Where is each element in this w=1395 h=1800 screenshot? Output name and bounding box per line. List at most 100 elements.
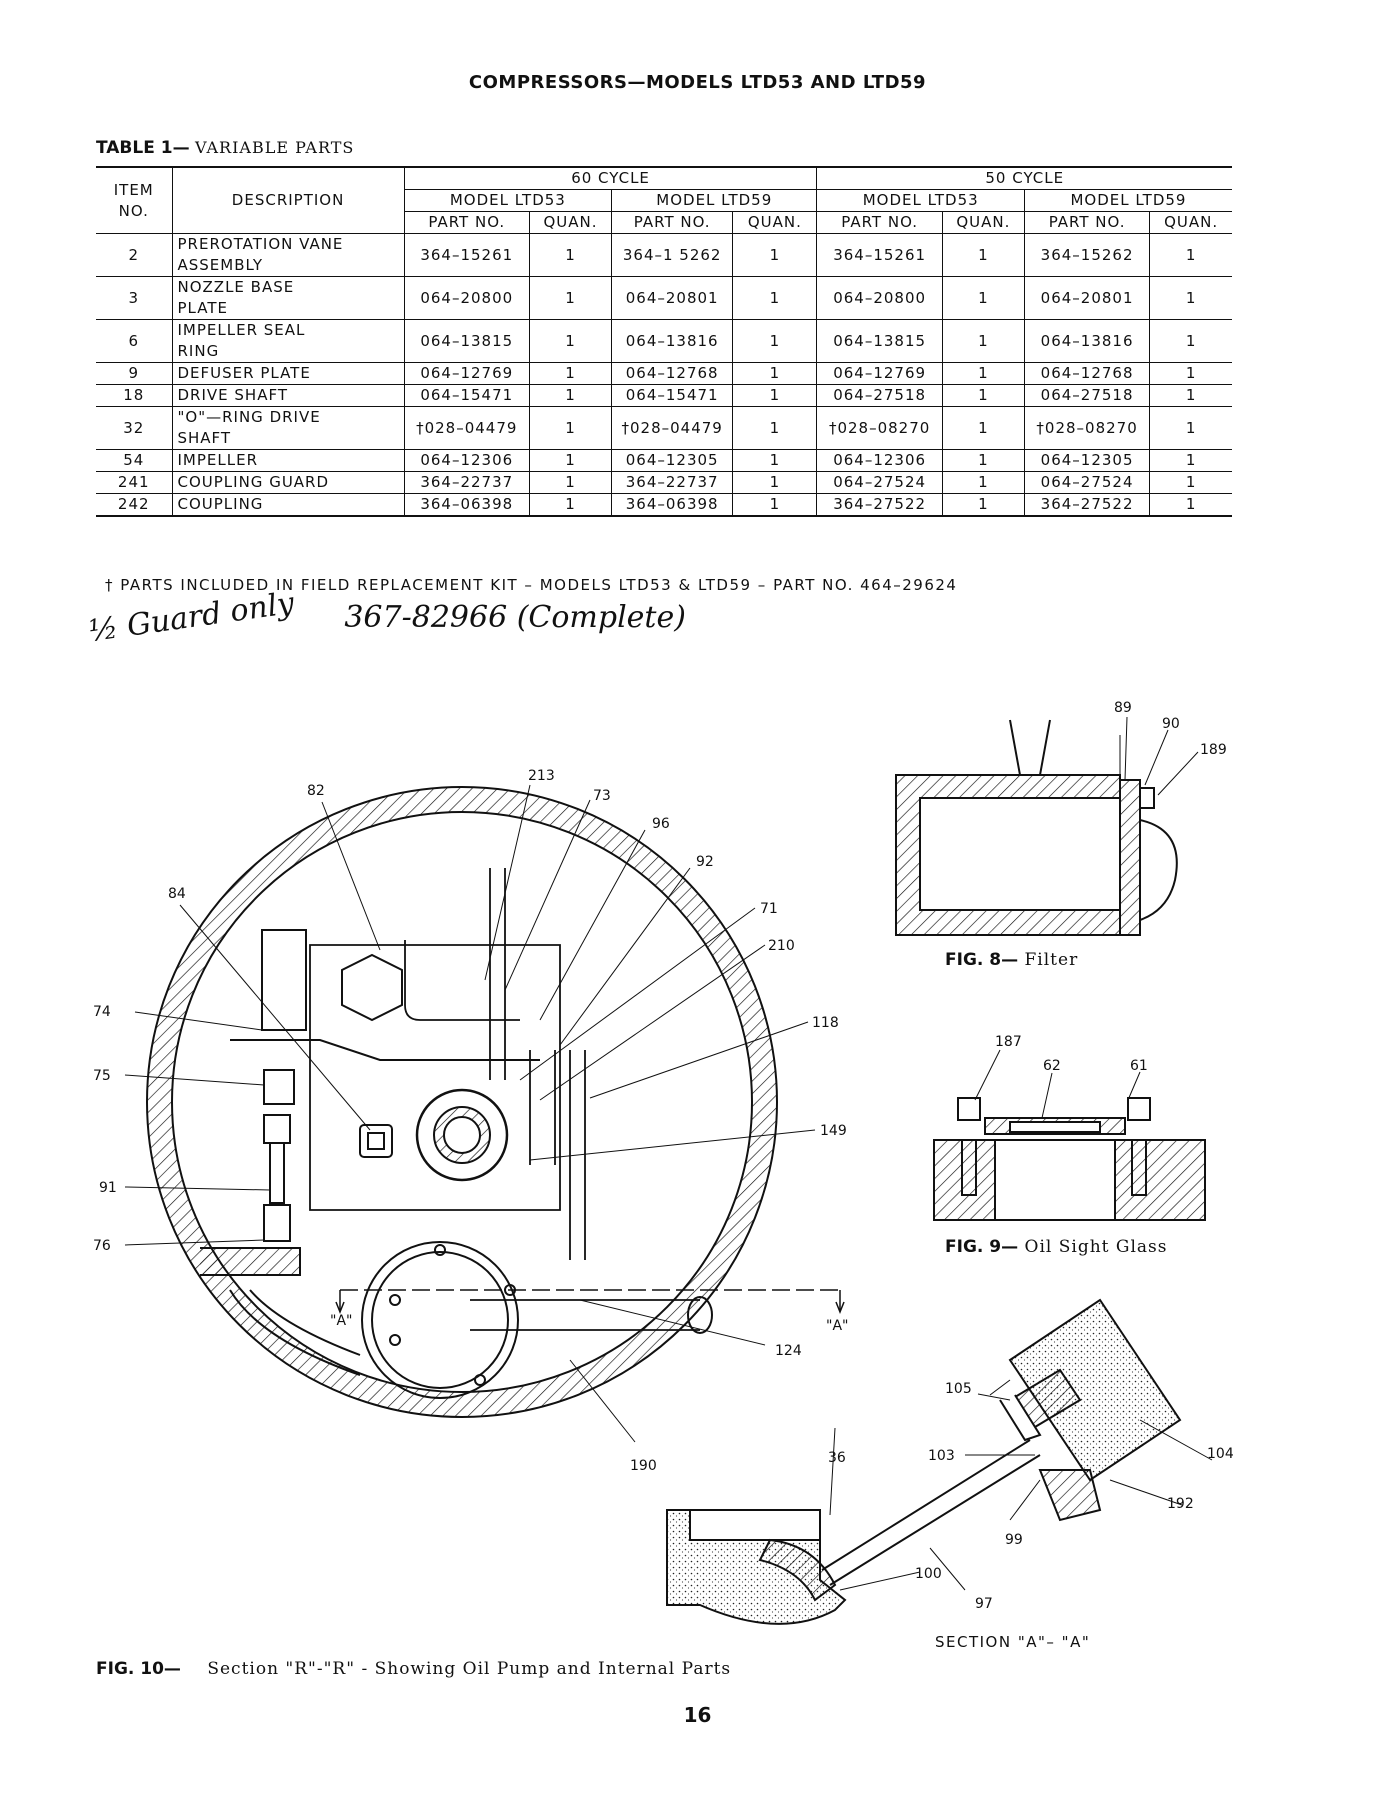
fig8-label: FIG. 8— xyxy=(945,950,1019,970)
part-no: 064–13815 xyxy=(404,319,530,363)
callout: 189 xyxy=(1200,742,1227,758)
callout: 82 xyxy=(307,783,325,799)
header-quan: QUAN. xyxy=(942,211,1025,234)
callout: 104 xyxy=(1207,1446,1234,1462)
item-no: 9 xyxy=(96,362,173,385)
header-quan: QUAN. xyxy=(732,211,818,234)
part-no: 064–20800 xyxy=(404,276,530,320)
fig10-text: Section "R"-"R" - Showing Oil Pump and I… xyxy=(207,1659,732,1679)
section-mark: "A" xyxy=(826,1318,848,1334)
quantity: 1 xyxy=(732,319,818,363)
page-title: COMPRESSORS—MODELS LTD53 AND LTD59 xyxy=(468,72,927,93)
quantity: 1 xyxy=(942,493,1025,517)
description: DRIVE SHAFT xyxy=(172,384,405,407)
quantity: 1 xyxy=(732,471,818,494)
part-no: 064–12305 xyxy=(611,449,734,472)
callout: 118 xyxy=(812,1015,839,1031)
quantity: 1 xyxy=(942,276,1025,320)
callout: 36 xyxy=(828,1450,846,1466)
header-part-no: PART NO. xyxy=(816,211,943,234)
part-no: 364–15261 xyxy=(816,233,943,277)
part-no: 064–12769 xyxy=(404,362,530,385)
quantity: 1 xyxy=(1149,362,1232,385)
header-part-no: PART NO. xyxy=(611,211,734,234)
quantity: 1 xyxy=(732,493,818,517)
quantity: 1 xyxy=(732,276,818,320)
callout: 192 xyxy=(1167,1496,1194,1512)
quantity: 1 xyxy=(1149,493,1232,517)
handwritten-notes: ½ Guard only 367-82966 (Complete) xyxy=(87,586,686,649)
header-part-no: PART NO. xyxy=(404,211,530,234)
callout: 73 xyxy=(593,788,611,804)
part-no: 364–15261 xyxy=(404,233,530,277)
part-no: 064–27524 xyxy=(1024,471,1151,494)
handwritten-note-right: 367-82966 (Complete) xyxy=(344,600,686,635)
callout: 62 xyxy=(1043,1058,1061,1074)
fig8-drawing xyxy=(895,716,1199,936)
callout: 91 xyxy=(99,1180,117,1196)
header-60-cycle: 60 CYCLE xyxy=(404,166,818,190)
callout: 90 xyxy=(1162,716,1180,732)
callout: 190 xyxy=(630,1458,657,1474)
part-no: 064–15471 xyxy=(404,384,530,407)
part-no: 064–20800 xyxy=(816,276,943,320)
quantity: 1 xyxy=(942,449,1025,472)
quantity: 1 xyxy=(1149,319,1232,363)
callout: 61 xyxy=(1130,1058,1148,1074)
part-no: 064–12768 xyxy=(1024,362,1151,385)
callout: 149 xyxy=(820,1123,847,1139)
quantity: 1 xyxy=(529,233,613,277)
quantity: 1 xyxy=(529,319,613,363)
quantity: 1 xyxy=(529,449,613,472)
part-no: 064–12306 xyxy=(404,449,530,472)
callout: 71 xyxy=(760,901,778,917)
item-no: 54 xyxy=(96,449,173,472)
part-no: 364–27522 xyxy=(816,493,943,517)
section-aa-drawing xyxy=(666,1298,1213,1625)
callout: 75 xyxy=(93,1068,111,1084)
callout: 105 xyxy=(945,1381,972,1397)
fig8-caption: FIG. 8— Filter xyxy=(945,950,1078,970)
item-no: 32 xyxy=(96,406,173,450)
quantity: 1 xyxy=(942,362,1025,385)
part-no: †028–08270 xyxy=(816,406,943,450)
quantity: 1 xyxy=(1149,406,1232,450)
part-no: 364–22737 xyxy=(404,471,530,494)
quantity: 1 xyxy=(942,471,1025,494)
section-aa-callouts: 105 104 103 192 36 99 100 97 xyxy=(828,1381,1234,1612)
table-footnote: † PARTS INCLUDED IN FIELD REPLACEMENT KI… xyxy=(105,576,958,594)
callout: 76 xyxy=(93,1238,111,1254)
header-model: MODEL LTD53 xyxy=(404,189,613,212)
quantity: 1 xyxy=(732,362,818,385)
fig10-drawing xyxy=(124,784,845,1443)
part-no: 064–13815 xyxy=(816,319,943,363)
part-no: 364–27522 xyxy=(1024,493,1151,517)
item-no: 3 xyxy=(96,276,173,320)
fig9-callouts: 187 62 61 xyxy=(995,1034,1148,1074)
fig9-label: FIG. 9— xyxy=(945,1237,1019,1257)
callout: 210 xyxy=(768,938,795,954)
part-no: 064–27524 xyxy=(816,471,943,494)
part-no: 364–06398 xyxy=(611,493,734,517)
section-aa-caption: SECTION "A"– "A" xyxy=(935,1633,1091,1651)
quantity: 1 xyxy=(732,384,818,407)
variable-parts-table: ITEM NO. DESCRIPTION 60 CYCLE 50 CYCLE M… xyxy=(96,166,1232,517)
part-no: 064–12768 xyxy=(611,362,734,385)
quantity: 1 xyxy=(1149,276,1232,320)
description: DEFUSER PLATE xyxy=(172,362,405,385)
part-no: 364–22737 xyxy=(611,471,734,494)
quantity: 1 xyxy=(732,449,818,472)
callout: 187 xyxy=(995,1034,1022,1050)
header-description: DESCRIPTION xyxy=(172,166,405,234)
fig9-caption: FIG. 9— Oil Sight Glass xyxy=(945,1237,1167,1257)
part-no: †028–04479 xyxy=(611,406,734,450)
section-mark: "A" xyxy=(330,1313,352,1329)
